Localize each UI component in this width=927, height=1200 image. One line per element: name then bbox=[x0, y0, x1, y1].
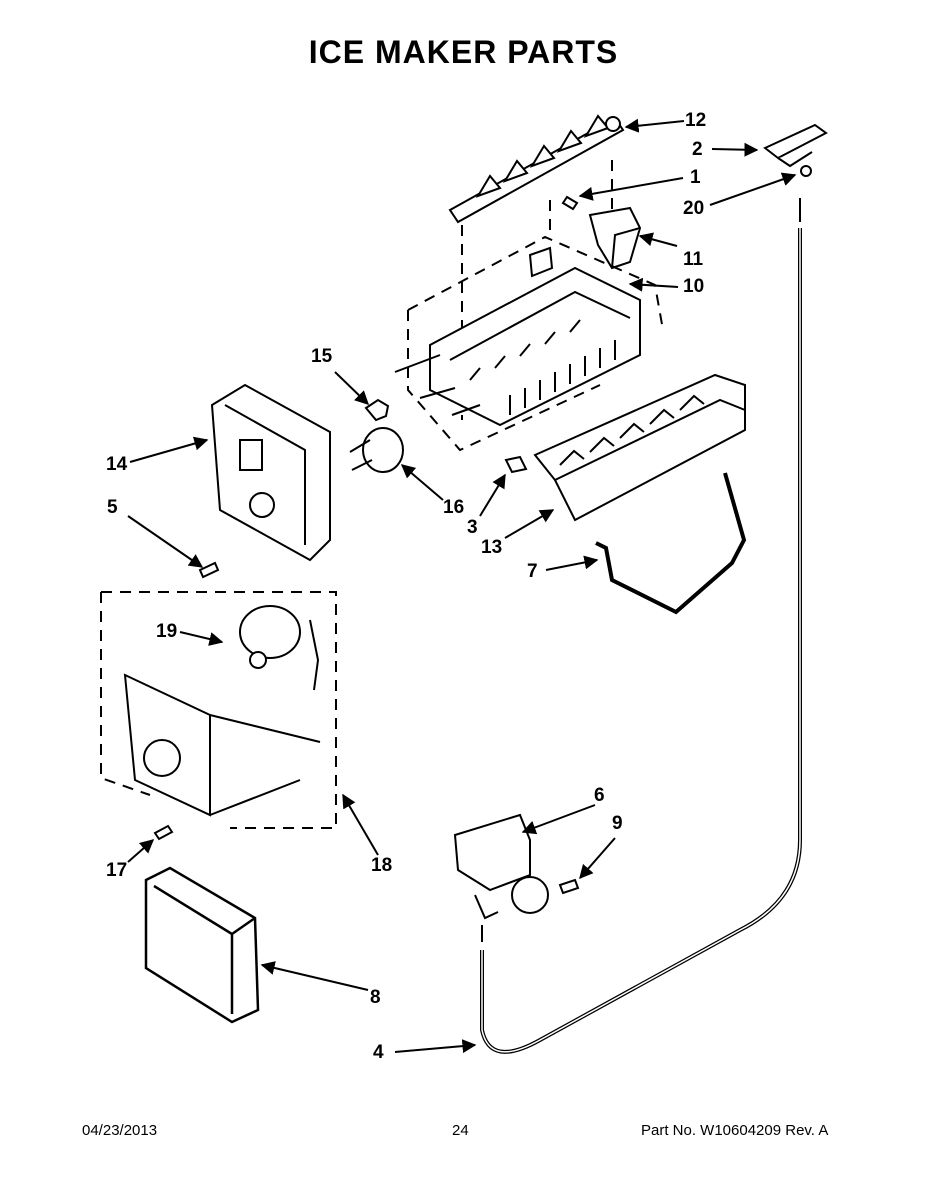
footer-page-number: 24 bbox=[452, 1122, 469, 1139]
fill-cup bbox=[588, 206, 642, 270]
callout-19: 19 bbox=[156, 621, 178, 642]
leader-17 bbox=[127, 839, 155, 863]
callout-6: 6 bbox=[594, 785, 605, 806]
leader-11 bbox=[638, 232, 678, 247]
screw bbox=[561, 195, 579, 211]
leader-10 bbox=[628, 277, 679, 292]
leader-8 bbox=[260, 961, 369, 991]
callout-15: 15 bbox=[311, 346, 333, 367]
footer-part-number: Part No. W10604209 Rev. A bbox=[641, 1122, 829, 1139]
callout-2: 2 bbox=[692, 139, 703, 160]
ejector-shaft bbox=[448, 114, 625, 224]
leader-16 bbox=[400, 464, 444, 501]
callout-13: 13 bbox=[481, 537, 503, 558]
callout-5: 5 bbox=[107, 497, 118, 518]
callout-4: 4 bbox=[373, 1042, 384, 1063]
water-valve bbox=[453, 813, 580, 920]
callout-12: 12 bbox=[685, 110, 707, 131]
leader-15 bbox=[334, 371, 370, 405]
callout-10: 10 bbox=[683, 276, 705, 297]
leader-19 bbox=[179, 631, 224, 646]
callout-11: 11 bbox=[683, 249, 704, 270]
screw bbox=[153, 824, 174, 841]
leader-12 bbox=[624, 118, 685, 133]
callout-8: 8 bbox=[370, 987, 381, 1008]
callout-20: 20 bbox=[683, 198, 705, 219]
callout-14: 14 bbox=[106, 454, 128, 475]
cover bbox=[144, 866, 260, 1024]
mounting-plate bbox=[123, 673, 321, 817]
leader-5 bbox=[127, 515, 204, 568]
ice-maker-mold bbox=[429, 246, 641, 427]
leader-6 bbox=[521, 804, 596, 835]
callout-18: 18 bbox=[371, 855, 393, 876]
leader-20 bbox=[709, 172, 797, 206]
callout-3: 3 bbox=[467, 517, 478, 538]
callout-16: 16 bbox=[443, 497, 465, 518]
leader-3 bbox=[479, 473, 506, 517]
callout-7: 7 bbox=[527, 561, 538, 582]
screw bbox=[198, 561, 220, 579]
callout-1: 1 bbox=[690, 167, 701, 188]
footer-date: 04/23/2013 bbox=[82, 1122, 158, 1139]
fill-cup-clip bbox=[763, 123, 828, 177]
screw bbox=[504, 455, 528, 474]
leader-9 bbox=[579, 837, 616, 880]
stripper bbox=[533, 373, 746, 522]
callout-9: 9 bbox=[612, 813, 623, 834]
leader-1 bbox=[578, 177, 684, 201]
callout-17: 17 bbox=[106, 860, 128, 881]
leader-4 bbox=[394, 1039, 477, 1054]
shutoff-arm bbox=[595, 472, 747, 615]
leader-14 bbox=[129, 436, 209, 463]
page-title: ICE MAKER PARTS bbox=[308, 34, 619, 70]
leader-18 bbox=[342, 793, 379, 856]
thermostat-clip bbox=[364, 398, 390, 422]
leader-13 bbox=[504, 509, 555, 539]
leader-2 bbox=[711, 142, 759, 157]
motor bbox=[239, 605, 320, 691]
leader-7 bbox=[545, 555, 599, 571]
ice-maker-housing bbox=[210, 383, 331, 562]
thermostat bbox=[349, 427, 404, 473]
